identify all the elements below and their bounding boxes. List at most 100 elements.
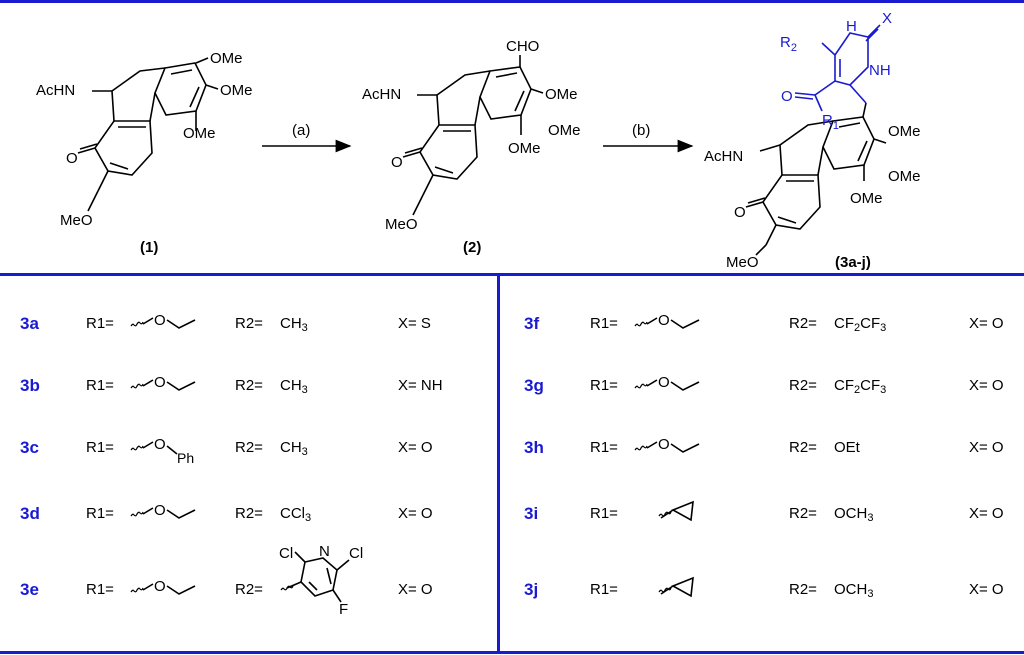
r1-label: R1=: [590, 377, 618, 394]
svg-text:Cl: Cl: [349, 545, 363, 562]
svg-text:O: O: [154, 578, 166, 595]
compound-id: 3e: [20, 580, 39, 599]
r2-label: R2=: [789, 505, 817, 522]
table-row: 3b R1= O R2= CH3 X= NH: [0, 0, 443, 396]
svg-text:N: N: [319, 544, 330, 560]
ethoxy-substituent: O: [634, 436, 700, 453]
r2-label: R2=: [789, 315, 817, 332]
svg-text:O: O: [154, 436, 166, 453]
group-ome: OMe: [183, 125, 216, 142]
group-meo: MeO: [385, 216, 418, 233]
r1-label: R1=: [86, 505, 114, 522]
r2-value: OEt: [834, 439, 860, 456]
compound-id: 3c: [20, 438, 39, 457]
r1-label: R1=: [590, 505, 618, 522]
r2-value: OCH3: [834, 581, 874, 600]
r1-label: R1=: [86, 581, 114, 598]
r1-label: R1=: [590, 439, 618, 456]
compound-id: 3b: [20, 376, 40, 395]
group-o: O: [66, 150, 78, 167]
table-row: 3h R1= O R2= OEt X= O: [0, 0, 1004, 457]
r1-value: O: [125, 368, 215, 406]
step-b-label: (b): [632, 122, 650, 139]
ethoxy-substituent: O: [634, 312, 700, 329]
group-o-carbonyl: O: [781, 88, 793, 105]
group-o: O: [391, 154, 403, 171]
group-x: X: [882, 10, 892, 27]
x-value: X= O: [969, 439, 1004, 456]
r2-value: CH3: [280, 315, 308, 334]
x-value: X= S: [398, 315, 431, 332]
r2-label: R2=: [789, 439, 817, 456]
svg-text:O: O: [658, 436, 670, 453]
group-ome: OMe: [210, 50, 243, 67]
compound-3-structure: [745, 102, 887, 256]
r2-value: CH3: [280, 377, 308, 396]
svg-text:O: O: [658, 312, 670, 329]
r1-value: O: [125, 306, 215, 344]
compound-1-structure: [77, 57, 219, 212]
group-cho: CHO: [506, 38, 539, 55]
bottom-rule: [0, 651, 1024, 654]
group-achn: AcHN: [36, 82, 75, 99]
middle-rule: [0, 273, 1024, 276]
compound-id: 3a: [20, 314, 39, 333]
svg-text:O: O: [154, 502, 166, 519]
ethoxy-substituent: O: [130, 374, 196, 391]
dichlorofluoropyridyl-substituent: Cl N ClF: [279, 543, 363, 618]
compound-3-label: (3a-j): [835, 254, 871, 271]
r1-value: O: [629, 430, 719, 468]
ethoxy-substituent: O: [634, 374, 700, 391]
group-nh: NH: [869, 62, 891, 79]
phenoxy-substituent: O Ph: [130, 436, 194, 466]
r2-label: R2=: [235, 505, 263, 522]
r2-value: OCH3: [834, 505, 874, 524]
r1-value: [629, 572, 719, 610]
reaction-scheme: OMe OMe OMe AcHN O MeO CHO OMe OMe OMe A…: [36, 10, 921, 271]
r1-value: O: [125, 572, 215, 610]
group-o: O: [734, 204, 746, 221]
r1-label: R1=: [86, 439, 114, 456]
svg-text:Cl: Cl: [279, 545, 293, 562]
group-ome: OMe: [220, 82, 253, 99]
svg-text:F: F: [339, 601, 348, 616]
x-value: X= O: [398, 505, 433, 522]
x-value: X= O: [969, 581, 1004, 598]
group-ome: OMe: [548, 122, 581, 139]
compound-id: 3f: [524, 314, 540, 333]
r2-label: R2=: [789, 581, 817, 598]
svg-text:O: O: [658, 374, 670, 391]
group-ome: OMe: [545, 86, 578, 103]
compound-2-structure: [402, 55, 544, 216]
x-value: X= NH: [398, 377, 443, 394]
group-achn: AcHN: [704, 148, 743, 165]
r2-label: R2=: [235, 377, 263, 394]
r1-value: O Ph: [125, 430, 215, 468]
compound-id: 3h: [524, 438, 544, 457]
group-ome: OMe: [508, 140, 541, 157]
x-value: X= O: [969, 377, 1004, 394]
compound-id: 3g: [524, 376, 544, 395]
group-ome: OMe: [888, 168, 921, 185]
svg-text:O: O: [154, 374, 166, 391]
r1-label: R1=: [590, 315, 618, 332]
r2-label: R2=: [235, 581, 263, 598]
group-ome: OMe: [888, 123, 921, 140]
ethoxy-substituent: O: [130, 578, 196, 595]
r2-label: R2=: [235, 315, 263, 332]
compound-id: 3j: [524, 580, 539, 599]
compound-id: 3i: [524, 504, 539, 523]
compound-2-label: (2): [463, 239, 481, 256]
compound-id: 3d: [20, 504, 40, 523]
x-value: X= O: [969, 505, 1004, 522]
svg-text:Ph: Ph: [177, 450, 194, 464]
group-r1: R1: [822, 112, 839, 132]
table-divider: [497, 276, 500, 651]
r1-label: R1=: [86, 315, 114, 332]
